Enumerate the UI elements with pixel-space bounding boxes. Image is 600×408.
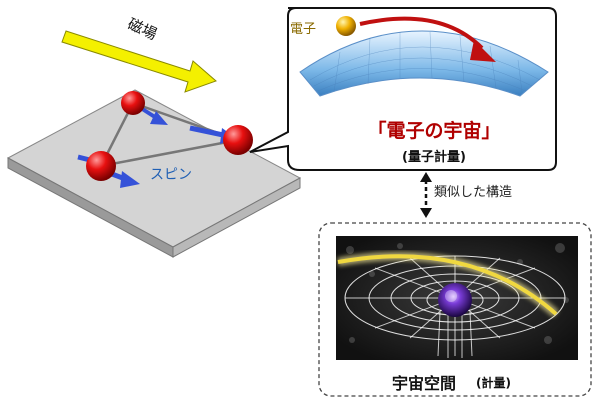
atom-left bbox=[86, 151, 116, 181]
atom-top bbox=[121, 91, 145, 115]
metric-label: (計量) bbox=[476, 376, 511, 390]
magnetic-field-arrow bbox=[61, 30, 217, 93]
similar-structure-label: 類似した構造 bbox=[434, 185, 513, 200]
spacetime-label: 宇宙空間 bbox=[392, 374, 457, 393]
atom-right bbox=[223, 125, 253, 155]
electron-trajectory bbox=[359, 16, 484, 50]
quantum-metric-surface bbox=[299, 30, 549, 97]
electron-universe-title: 「電子の宇宙」 bbox=[367, 120, 501, 142]
trajectory-arrowhead bbox=[470, 40, 496, 62]
electron-ball bbox=[336, 16, 356, 36]
surface-mesh bbox=[309, 31, 541, 93]
similarity-arrow bbox=[420, 172, 432, 218]
slab-side bbox=[172, 177, 301, 258]
electron-label: 電子 bbox=[290, 22, 317, 37]
spin-label: スピン bbox=[150, 167, 192, 183]
quantum-metric-label: (量子計量) bbox=[402, 150, 466, 165]
spacetime-image bbox=[336, 236, 578, 360]
